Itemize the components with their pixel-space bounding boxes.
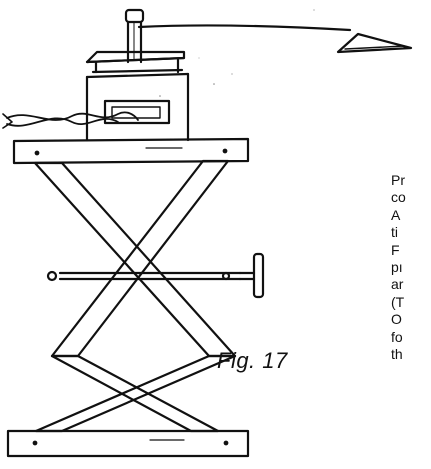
crank-handle	[238, 252, 265, 299]
side-text-line: th	[391, 346, 403, 363]
scissor-lower-x	[34, 354, 237, 433]
cut-off-side-text: Pr co A ti F pı ar (T O fo th	[391, 172, 431, 363]
cable	[2, 111, 139, 129]
drive-rod	[46, 270, 242, 282]
side-text-line: A	[391, 206, 401, 223]
side-text-line: pı	[391, 259, 403, 276]
side-text-line: F	[391, 241, 400, 258]
side-text-line: O	[391, 311, 402, 328]
triangle-pointer	[137, 24, 413, 54]
clamp-plate	[85, 50, 186, 74]
scan-specks	[159, 9, 315, 97]
side-text-line: co	[391, 189, 406, 206]
figure-caption: Fig. 17	[217, 348, 288, 373]
side-text-line: ti	[391, 224, 398, 241]
clamp-screw	[124, 8, 145, 64]
top-platform	[12, 137, 250, 165]
scissor-upper-x	[33, 159, 237, 358]
side-text-line: fo	[391, 328, 403, 345]
side-text-line: ar	[391, 276, 404, 293]
bottom-platform	[6, 429, 250, 458]
instrument-box	[85, 68, 190, 142]
side-text-line: Pr	[391, 172, 405, 188]
side-text-line: (T	[391, 293, 405, 310]
